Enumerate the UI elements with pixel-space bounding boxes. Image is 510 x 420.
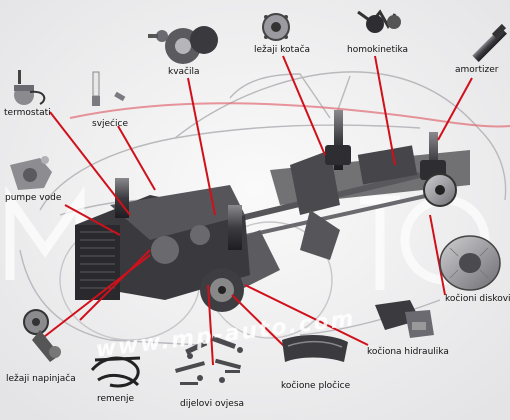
label-remenje: remenje [97, 394, 135, 404]
brake-disc-thumbnail [439, 235, 501, 291]
label-lezaji-napinjaca: ležaji napinjača [6, 374, 76, 384]
wheel-bearing-thumbnail [262, 13, 290, 41]
red-swoosh [69, 102, 510, 128]
label-dijelovi-ovjesa: dijelovi ovjesa [180, 399, 245, 409]
tensioner-bearing-thumbnail [23, 309, 61, 362]
label-kocioni-diskovi: kočioni diskovi [445, 294, 510, 304]
water-pump-thumbnail [10, 156, 52, 190]
label-termostati: termostati [4, 108, 51, 118]
front-brake-assembly [200, 268, 244, 312]
belts-thumbnail [90, 356, 141, 388]
brake-hydraulics-thumbnail [375, 300, 434, 338]
label-kvacila: kvačila [168, 67, 200, 77]
spark-plug-thumbnail [92, 71, 126, 106]
label-svjecice: svjećice [92, 119, 128, 129]
label-kocione-plocice: kočione pločice [281, 381, 351, 391]
label-amortizer: amortizer [455, 65, 499, 75]
clutch-thumbnail [148, 26, 218, 64]
suspension-parts-thumbnail [174, 336, 243, 385]
brake-pads-thumbnail [282, 334, 348, 362]
label-pumpe-vode: pumpe vode [5, 193, 62, 203]
label-kociona-hidraulika: kočiona hidraulika [367, 347, 449, 357]
thermostat-thumbnail [14, 70, 46, 105]
rear-hub [423, 173, 457, 207]
cv-joint-thumbnail [357, 9, 401, 33]
shock-absorber-thumbnail [472, 23, 507, 62]
leader-lines [39, 55, 473, 366]
label-homokinetika: homokinetika [347, 45, 409, 55]
label-lezaji-kotaca: ležaji kotača [254, 45, 311, 55]
